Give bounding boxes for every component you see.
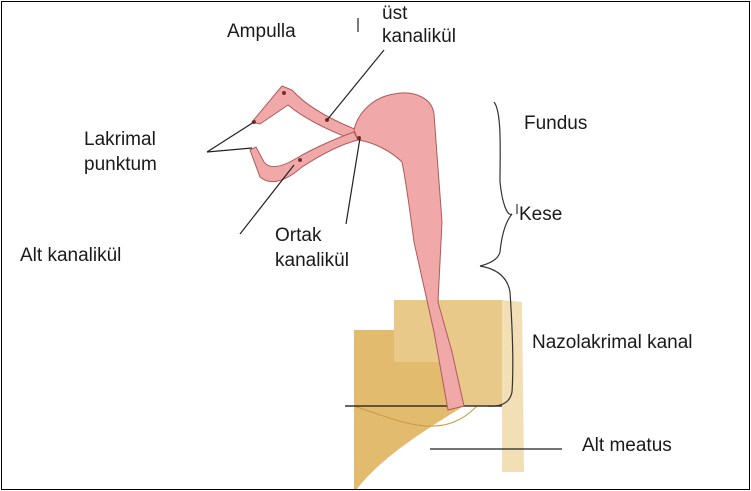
leader-ortak-kanalikul <box>346 138 360 224</box>
label-ortak-kanalikul-line2: kanalikül <box>275 249 349 272</box>
label-ortak-kanalikul-line1: Ortak <box>275 224 321 247</box>
lower-canaliculus-dot <box>298 158 302 162</box>
bone-light-region <box>502 300 524 472</box>
leader-punktum-upper <box>207 122 254 152</box>
label-alt-meatus: Alt meatus <box>582 434 672 457</box>
label-lakrimal-punktum-line1: Lakrimal <box>84 128 156 151</box>
label-lakrimal-punktum-line2: punktum <box>84 153 157 176</box>
kese-bracket <box>480 182 512 266</box>
fundus-bracket <box>494 102 500 182</box>
label-kese: Kese <box>519 203 562 226</box>
ampulla-dot <box>282 91 286 95</box>
leader-punktum-lower <box>207 148 252 152</box>
label-alt-kanalikul: Alt kanalikül <box>20 244 121 267</box>
upper-canaliculus <box>252 86 357 140</box>
lower-canaliculus <box>250 132 358 182</box>
label-ust-kanalikul-line1: üst <box>382 2 407 25</box>
common-canaliculus-dot <box>357 136 361 140</box>
label-fundus: Fundus <box>524 112 587 135</box>
label-ampulla: Ampulla <box>227 20 296 43</box>
label-ust-kanalikul-line2: kanalikül <box>382 25 456 48</box>
label-nazolakrimal-kanal: Nazolakrimal kanal <box>532 331 693 354</box>
